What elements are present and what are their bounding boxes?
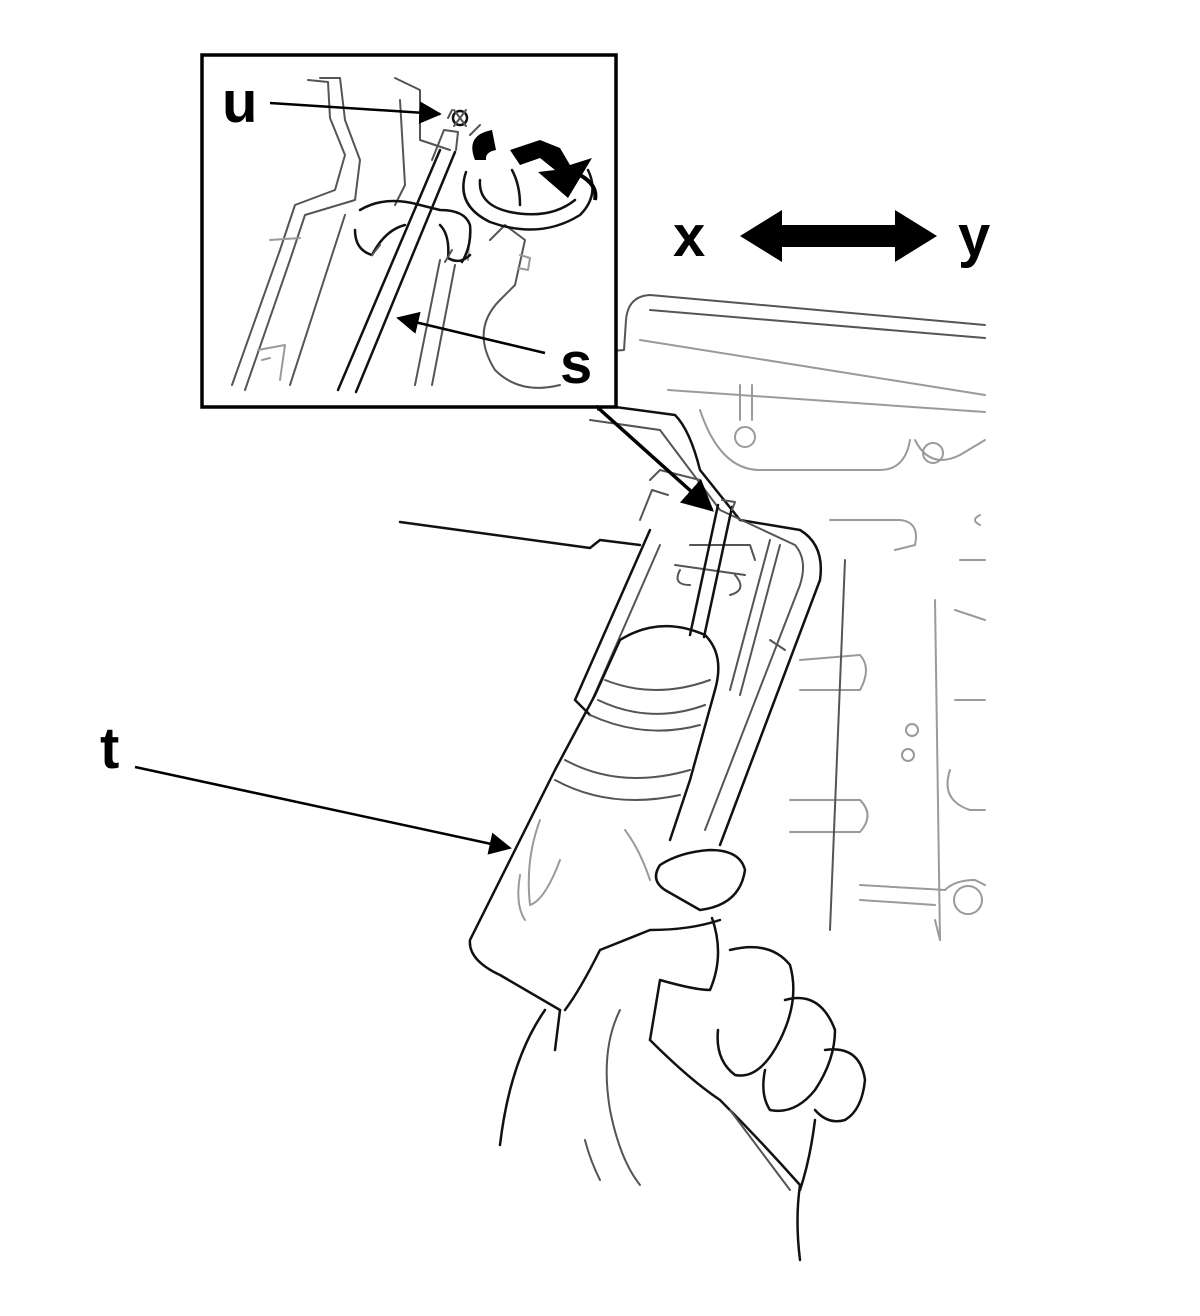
- leader-u: [269, 101, 442, 124]
- detail-inset: [200, 53, 618, 409]
- tool-body: [468, 624, 720, 1012]
- label-u: u: [222, 70, 257, 135]
- curved-rotation-arrow-icon: [462, 130, 598, 231]
- label-s: s: [560, 331, 592, 396]
- panel-edge: [398, 520, 642, 550]
- leader-s: [396, 311, 546, 355]
- leader-t: [134, 765, 512, 855]
- label-x: x: [673, 204, 705, 269]
- label-y: y: [958, 204, 990, 269]
- housing-outline: [597, 294, 986, 941]
- hand: [498, 848, 867, 1262]
- double-headed-arrow-icon: [740, 210, 937, 262]
- rod-main: [688, 499, 736, 639]
- inset-leader-line: [594, 404, 714, 512]
- label-t: t: [100, 716, 119, 781]
